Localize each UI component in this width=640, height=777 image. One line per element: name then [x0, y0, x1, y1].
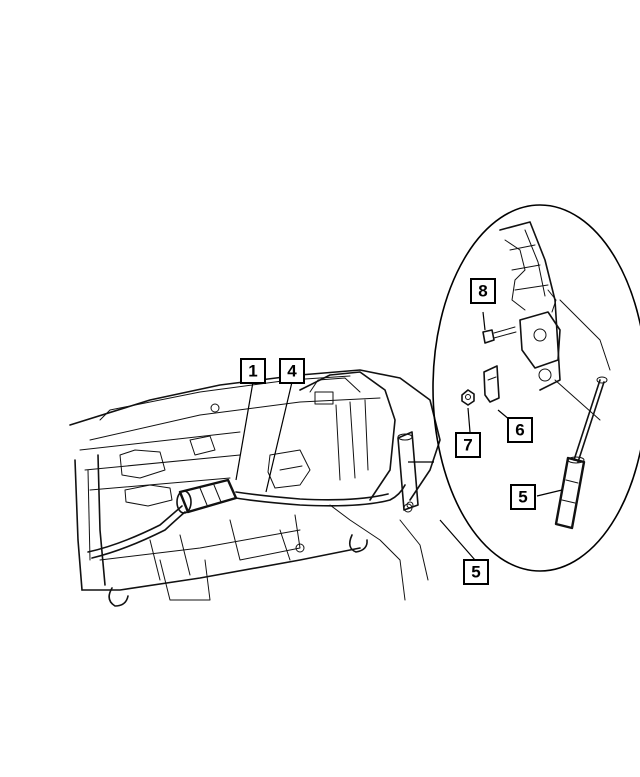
detail-bracket-assembly	[461, 221, 611, 530]
callout-5-detail: 5	[510, 484, 536, 510]
callout-1: 1	[240, 358, 266, 384]
vapor-canister	[176, 478, 238, 514]
callout-4-label: 4	[287, 362, 297, 381]
vehicle-underbody	[69, 369, 441, 607]
callout-5-main: 5	[463, 559, 489, 585]
callout-5-main-label: 5	[471, 563, 480, 582]
damper-main-view	[397, 431, 419, 511]
callout-7-label: 7	[463, 436, 472, 455]
callout-6: 6	[507, 417, 533, 443]
callout-8-label: 8	[478, 282, 487, 301]
callout-4: 4	[279, 358, 305, 384]
vapor-hoses	[87, 484, 406, 559]
callout-8: 8	[470, 278, 496, 304]
callout-1-label: 1	[248, 362, 257, 381]
detail-view-outline	[432, 204, 640, 572]
callout-7: 7	[455, 432, 481, 458]
callout-6-label: 6	[515, 421, 524, 440]
callout-5-detail-label: 5	[518, 488, 527, 507]
